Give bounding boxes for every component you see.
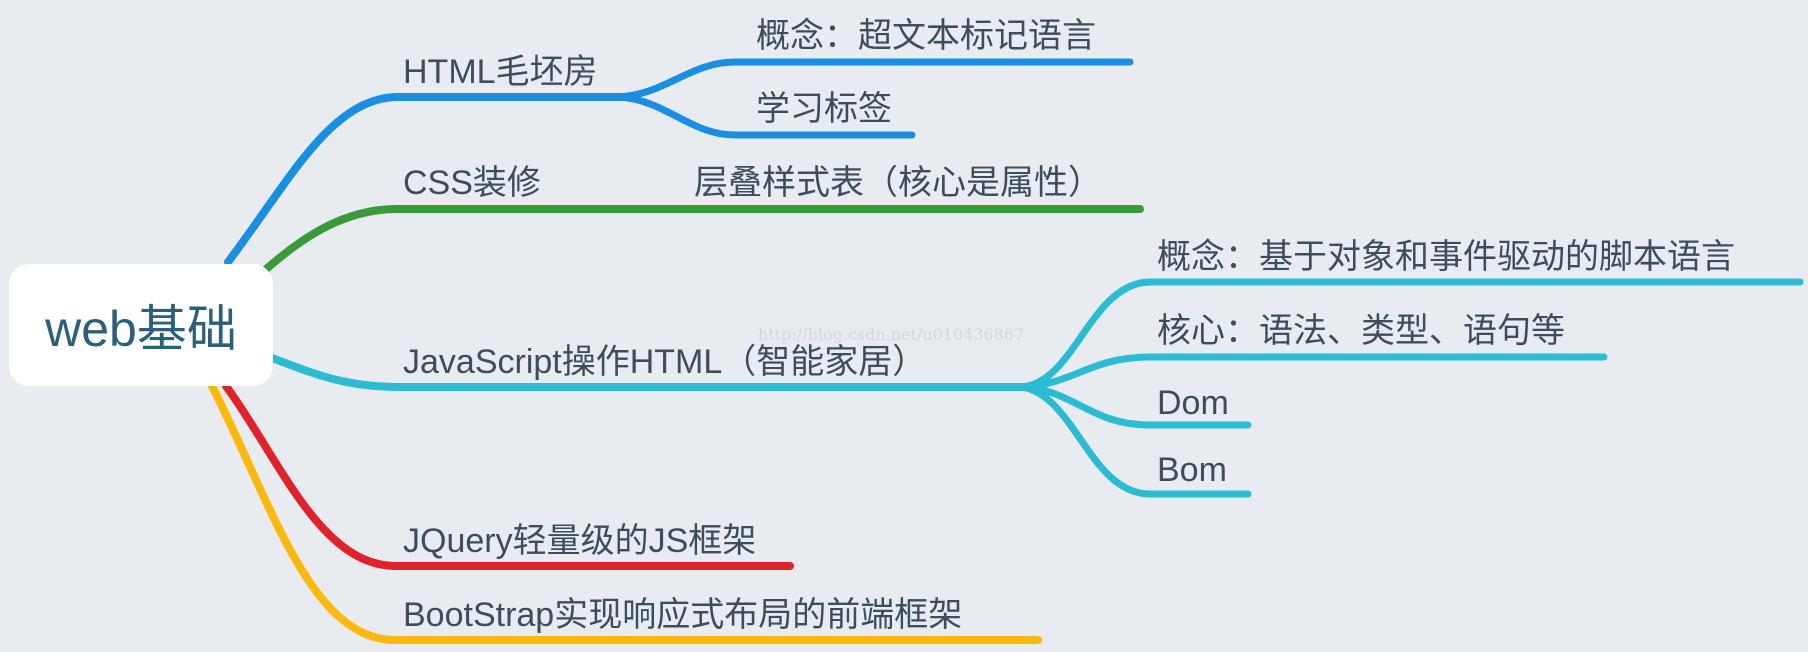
node-js-dom-label[interactable]: Dom (1157, 384, 1229, 422)
node-css-label[interactable]: CSS装修 (403, 164, 541, 202)
node-js-concept-label[interactable]: 概念：基于对象和事件驱动的脚本语言 (1157, 238, 1735, 276)
node-css-cascade-label[interactable]: 层叠样式表（核心是属性） (694, 164, 1102, 202)
node-js-label[interactable]: JavaScript操作HTML（智能家居） (403, 343, 927, 381)
node-js-core-label[interactable]: 核心：语法、类型、语句等 (1157, 312, 1565, 350)
branch-line-js (268, 354, 1032, 391)
root-node-label: web基础 (45, 301, 237, 357)
branch-line-bootstrap (208, 382, 1042, 644)
node-js-bom-label[interactable]: Bom (1157, 451, 1227, 489)
branch-line-html-tags (614, 93, 916, 139)
branch-line-js-bom (1018, 383, 1252, 498)
branch-line-html (224, 93, 632, 266)
watermark-text: http://blog.csdn.net/u010436867 (758, 325, 1025, 344)
branch-line-jquery (222, 382, 794, 570)
branch-line-html-concept (614, 58, 1134, 101)
node-bootstrap-label[interactable]: BootStrap实现响应式布局的前端框架 (403, 596, 963, 634)
root-node[interactable]: web基础 (9, 264, 273, 386)
branch-line-css (261, 205, 1144, 274)
node-html-label[interactable]: HTML毛坯房 (403, 53, 598, 91)
node-jquery-label[interactable]: JQuery轻量级的JS框架 (403, 522, 757, 560)
branch-line-js-dom (1018, 383, 1252, 429)
branch-line-js-core (1018, 353, 1608, 391)
node-html-tags-label[interactable]: 学习标签 (756, 90, 892, 128)
node-html-concept-label[interactable]: 概念：超文本标记语言 (756, 17, 1096, 55)
branch-line-js-concept (1018, 278, 1804, 391)
